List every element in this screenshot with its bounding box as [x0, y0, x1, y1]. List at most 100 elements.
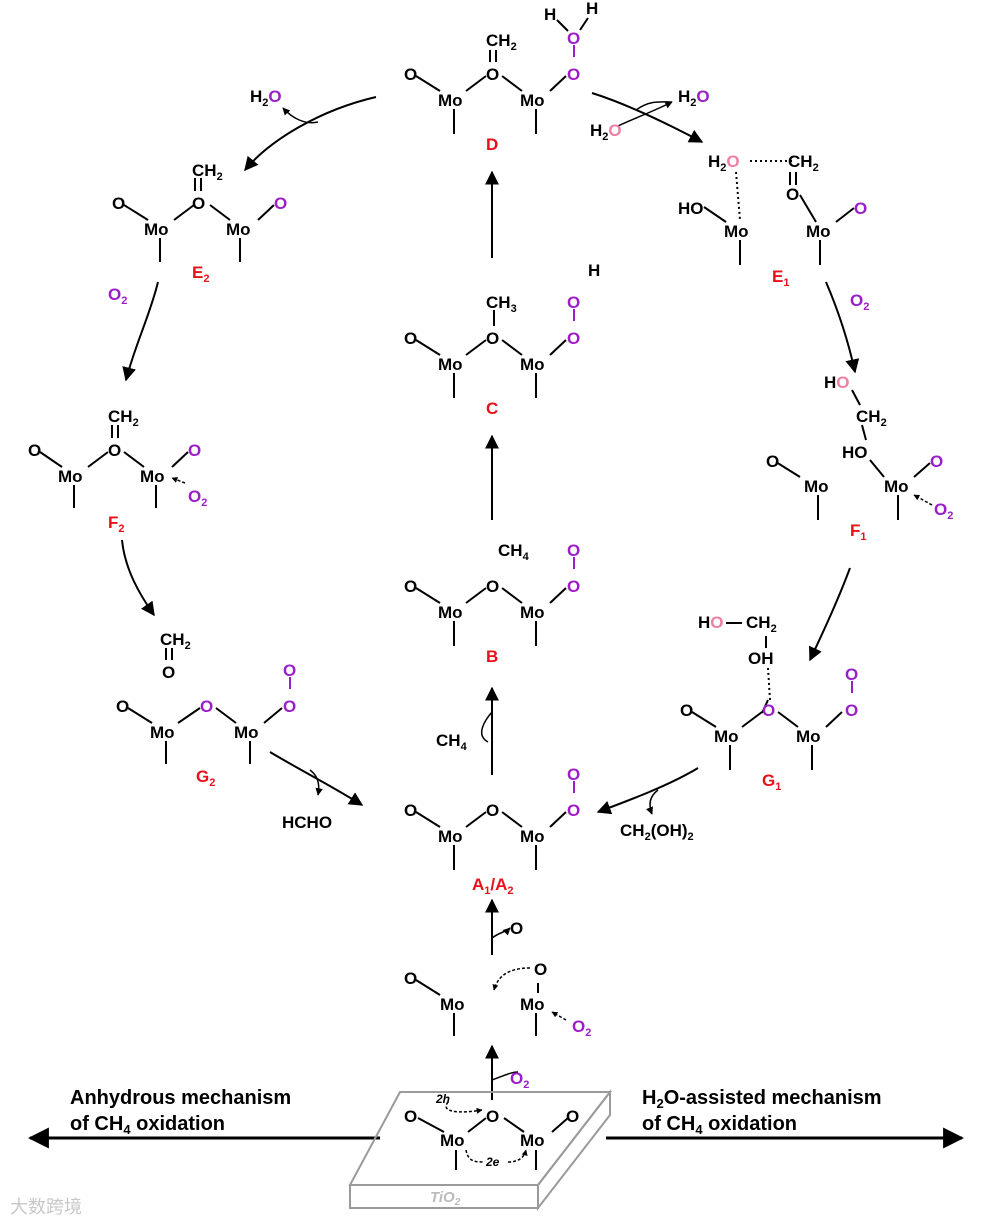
hcho-product: HCHO	[282, 813, 332, 832]
anhydrous-label-1: Anhydrous mechanism	[70, 1087, 291, 1109]
e1-o-oxo: O	[854, 199, 867, 218]
label-d: D	[486, 135, 498, 154]
c-mo-left: Mo	[438, 355, 463, 374]
d-ch2: CH2	[486, 31, 517, 53]
g1-o-superoxo-2: O	[845, 665, 858, 684]
o2-feed: O2	[510, 1069, 529, 1091]
a-o-bridge: O	[486, 801, 499, 820]
e1-mo-right: Mo	[806, 222, 831, 241]
label-a1-a2: A1/A2	[472, 875, 514, 897]
e2-ch2: CH2	[192, 161, 223, 183]
c-o-bridge: O	[486, 329, 499, 348]
sub-o-right: O	[566, 1107, 579, 1126]
label-e1: E1	[772, 267, 789, 289]
b-ch4: CH4	[498, 541, 530, 563]
f1-o-oxo: O	[930, 452, 943, 471]
d-h-right: H	[586, 0, 598, 18]
anhydrous-label-2: of CH4 oxidation	[70, 1113, 225, 1137]
h2o-leaving-left: H2O	[250, 87, 282, 109]
superoxo-bonds	[289, 45, 853, 793]
f1-mo-right: Mo	[884, 477, 909, 496]
a-o-superoxo-1: O	[567, 801, 580, 820]
f2-o-bridge: O	[108, 441, 121, 460]
f2-mo-right: Mo	[140, 467, 165, 486]
bond-lines	[39, 17, 931, 1170]
e1-ch2: CH2	[788, 152, 819, 174]
dotted-arrows	[171, 477, 933, 1163]
e1-h2o: H2O	[708, 152, 740, 174]
g1-o-bridge: O	[762, 701, 775, 720]
b-o-superoxo-2: O	[567, 541, 580, 560]
d-mo-right: Mo	[520, 91, 545, 110]
act-o-top: O	[534, 960, 547, 979]
electron-label: 2e	[485, 1155, 500, 1169]
b-mo-right: Mo	[520, 603, 545, 622]
h2o-assisted-label-2: of CH4 oxidation	[642, 1113, 797, 1137]
a-o-superoxo-2: O	[567, 765, 580, 784]
h2o-leaving-right: H2O	[678, 87, 710, 109]
g2-o-superoxo-2: O	[283, 661, 296, 680]
f2-o-left: O	[28, 441, 41, 460]
b-o-bridge: O	[486, 577, 499, 596]
e2-mo-right: Mo	[226, 220, 251, 239]
e2-mo-left: Mo	[144, 220, 169, 239]
f1-mo-left: Mo	[804, 477, 829, 496]
label-g1: G1	[762, 771, 781, 793]
d-o-superoxo-2: O	[567, 29, 580, 48]
g1-o-left: O	[680, 701, 693, 720]
dotted-interactions	[735, 160, 792, 701]
f2-o2-adsorb: O2	[188, 487, 207, 509]
act-o-left: O	[404, 969, 417, 988]
a-mo-right: Mo	[520, 827, 545, 846]
ch4-entering: CH4	[436, 731, 468, 753]
g1-o-superoxo-1: O	[845, 701, 858, 720]
c-h: H	[588, 261, 600, 280]
g1-ch2: CH2	[746, 613, 777, 635]
e2-o-oxo: O	[274, 194, 287, 213]
sub-o-bridge: O	[486, 1107, 499, 1126]
tio2-slab	[348, 1089, 613, 1211]
o2-to-f2: O2	[108, 285, 127, 307]
d-o-superoxo-1: O	[567, 65, 580, 84]
b-o-left: O	[404, 577, 417, 596]
g2-hcho-ch2: CH2	[160, 630, 191, 652]
sub-mo-left: Mo	[440, 1131, 465, 1150]
b-mo-left: Mo	[438, 603, 463, 622]
g1-oh: OH	[748, 649, 774, 668]
reaction-arrows	[27, 92, 965, 1149]
g1-mo-right: Mo	[796, 727, 821, 746]
f1-o-left: O	[766, 452, 779, 471]
f1-o2-adsorb: O2	[934, 500, 953, 522]
f2-o-oxo: O	[188, 441, 201, 460]
e2-o-left: O	[112, 194, 125, 213]
act-mo-right: Mo	[520, 995, 545, 1014]
g2-mo-left: Mo	[150, 723, 175, 742]
tio2-label: TiO2	[430, 1189, 461, 1208]
g2-hcho-o: O	[162, 663, 175, 682]
g1-ho: HO	[698, 613, 724, 632]
o-released: O	[510, 919, 523, 938]
o2-to-f1: O2	[850, 291, 869, 313]
label-e2: E2	[192, 263, 209, 285]
c-o-superoxo-2: O	[567, 293, 580, 312]
f1-ho: HO	[842, 443, 868, 462]
act-mo-left: Mo	[440, 995, 465, 1014]
e1-o-carbonyl: O	[786, 185, 799, 204]
g1-mo-left: Mo	[714, 727, 739, 746]
f1-h: HO	[824, 373, 850, 392]
g2-o-left: O	[116, 697, 129, 716]
a-o-left: O	[404, 801, 417, 820]
f2-mo-left: Mo	[58, 467, 83, 486]
d-mo-left: Mo	[438, 91, 463, 110]
c-o-superoxo-1: O	[567, 329, 580, 348]
g2-o-superoxo-1: O	[283, 697, 296, 716]
e1-mo-left: Mo	[724, 222, 749, 241]
sub-o-left: O	[404, 1107, 417, 1126]
d-o-left: O	[404, 65, 417, 84]
h2o-entering-right: H2O	[590, 121, 622, 143]
a-mo-left: Mo	[438, 827, 463, 846]
c-o-left: O	[404, 329, 417, 348]
label-f1: F1	[850, 521, 867, 543]
f1-ch2: CH2	[856, 407, 887, 429]
